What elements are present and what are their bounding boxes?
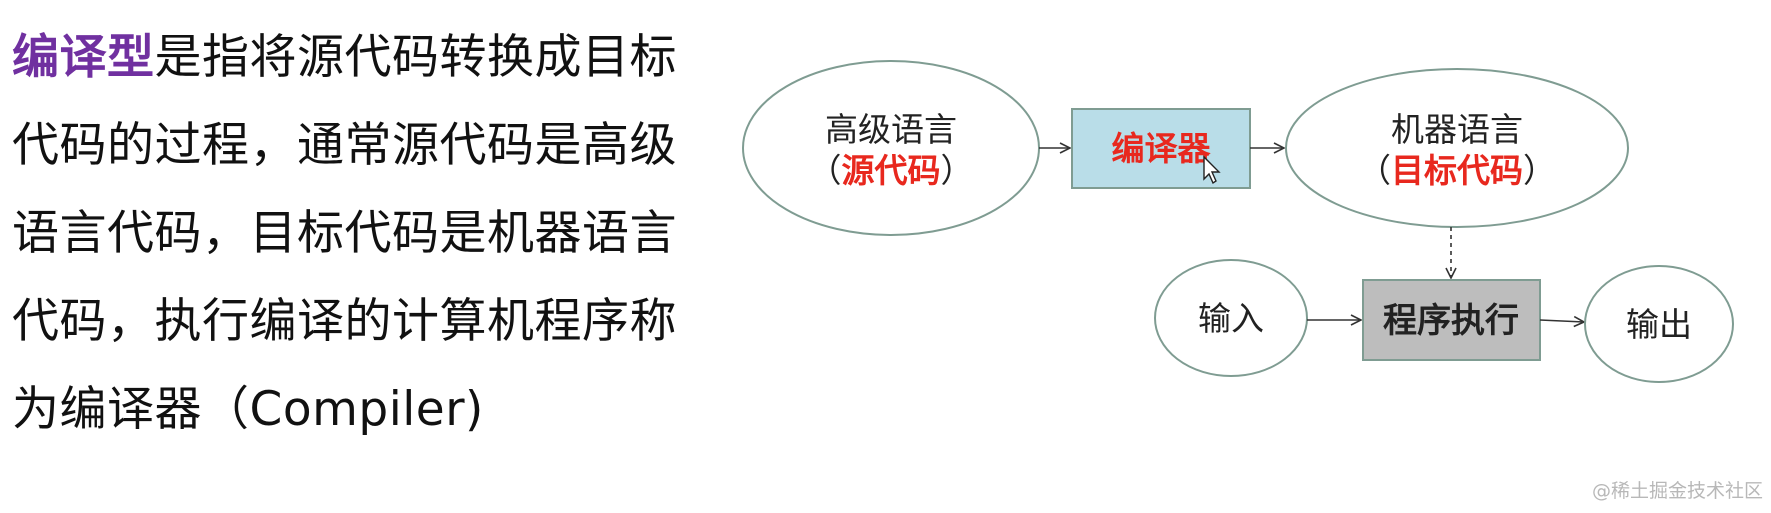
compiler-box: [1071, 108, 1251, 189]
target-node-title: 机器语言: [1391, 110, 1523, 149]
paragraph-line-4: 代码，执行编译的计算机程序称: [12, 294, 677, 349]
output-node: 输出: [1584, 265, 1734, 383]
target-code-node: 机器语言 （目标代码）: [1285, 68, 1629, 228]
output-label: 输出: [1626, 305, 1692, 344]
watermark-text: @稀土掘金技术社区: [1591, 480, 1763, 502]
execute-label: 程序执行: [1383, 301, 1519, 341]
paragraph-line-3: 语言代码，目标代码是机器语言: [12, 206, 677, 261]
input-node: 输入: [1154, 259, 1308, 377]
input-ellipse: [1154, 259, 1308, 377]
output-ellipse: [1584, 265, 1734, 383]
execute-node: 程序执行: [1362, 279, 1541, 361]
source-node-subtitle: （源代码）: [809, 151, 974, 190]
input-label: 输入: [1198, 299, 1264, 338]
arrow-execute-to-output: [1539, 320, 1584, 322]
source-code-node: 高级语言 （源代码）: [742, 60, 1040, 236]
compiler-node: 编译器: [1071, 108, 1251, 189]
target-code-ellipse: [1285, 68, 1629, 228]
compiler-label: 编译器: [1112, 129, 1212, 168]
term-highlight: 编译型: [12, 30, 155, 85]
paragraph-line-1-text: 是指将源代码转换成目标: [154, 30, 677, 85]
source-code-highlight: 源代码: [842, 151, 941, 190]
target-node-subtitle: （目标代码）: [1358, 151, 1556, 190]
mouse-cursor-icon: [1203, 155, 1221, 185]
paragraph-line-1: 编译型是指将源代码转换成目标: [12, 14, 722, 102]
target-code-highlight: 目标代码: [1391, 151, 1523, 190]
explanation-paragraph: 编译型是指将源代码转换成目标 代码的过程，通常源代码是高级 语言代码，目标代码是…: [12, 14, 722, 454]
source-node-title: 高级语言: [825, 110, 957, 149]
execute-box: [1362, 279, 1541, 361]
paragraph-line-2: 代码的过程，通常源代码是高级: [12, 118, 677, 173]
paragraph-line-5: 为编译器（Compiler): [12, 382, 484, 437]
